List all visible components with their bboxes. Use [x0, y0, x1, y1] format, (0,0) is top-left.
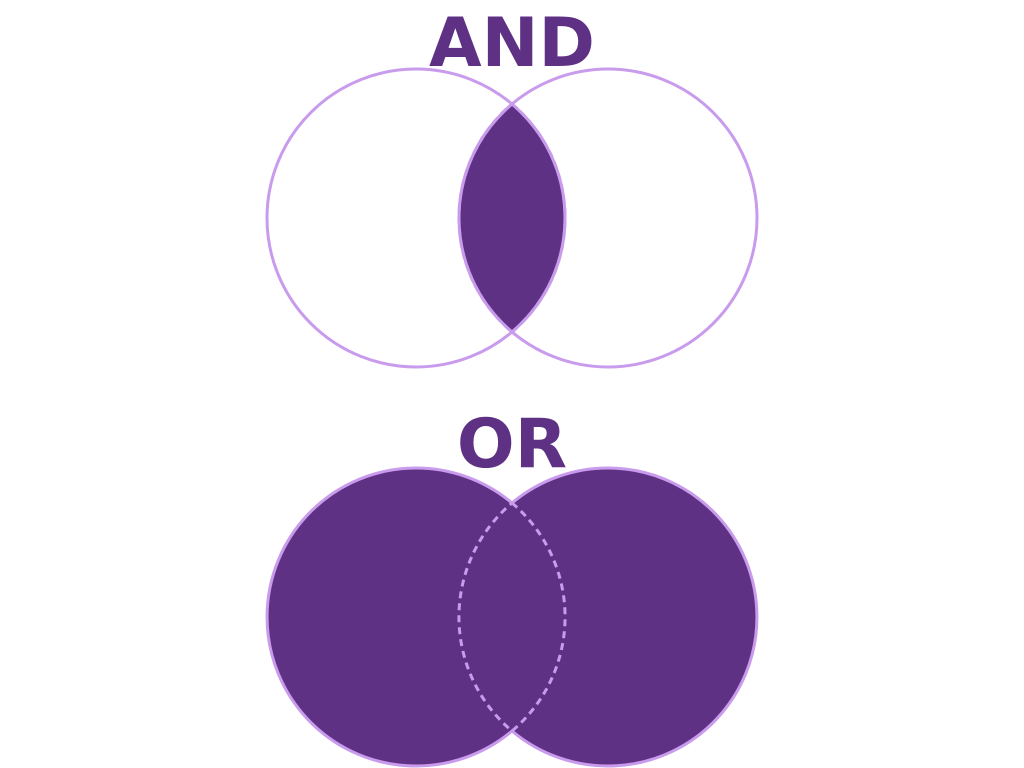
- and-label: AND: [429, 4, 595, 83]
- or-diagram: OR: [265, 405, 759, 768]
- or-union-outline: [265, 466, 759, 768]
- and-left-circle: [265, 67, 567, 369]
- or-intersection-dashed-outline: [457, 501, 567, 733]
- or-right-circle-fill: [459, 468, 757, 766]
- or-label: OR: [457, 405, 567, 484]
- and-intersection-region: [459, 69, 565, 367]
- and-right-circle: [457, 67, 759, 369]
- and-intersection-fill: [459, 69, 565, 367]
- and-diagram: AND: [265, 4, 759, 369]
